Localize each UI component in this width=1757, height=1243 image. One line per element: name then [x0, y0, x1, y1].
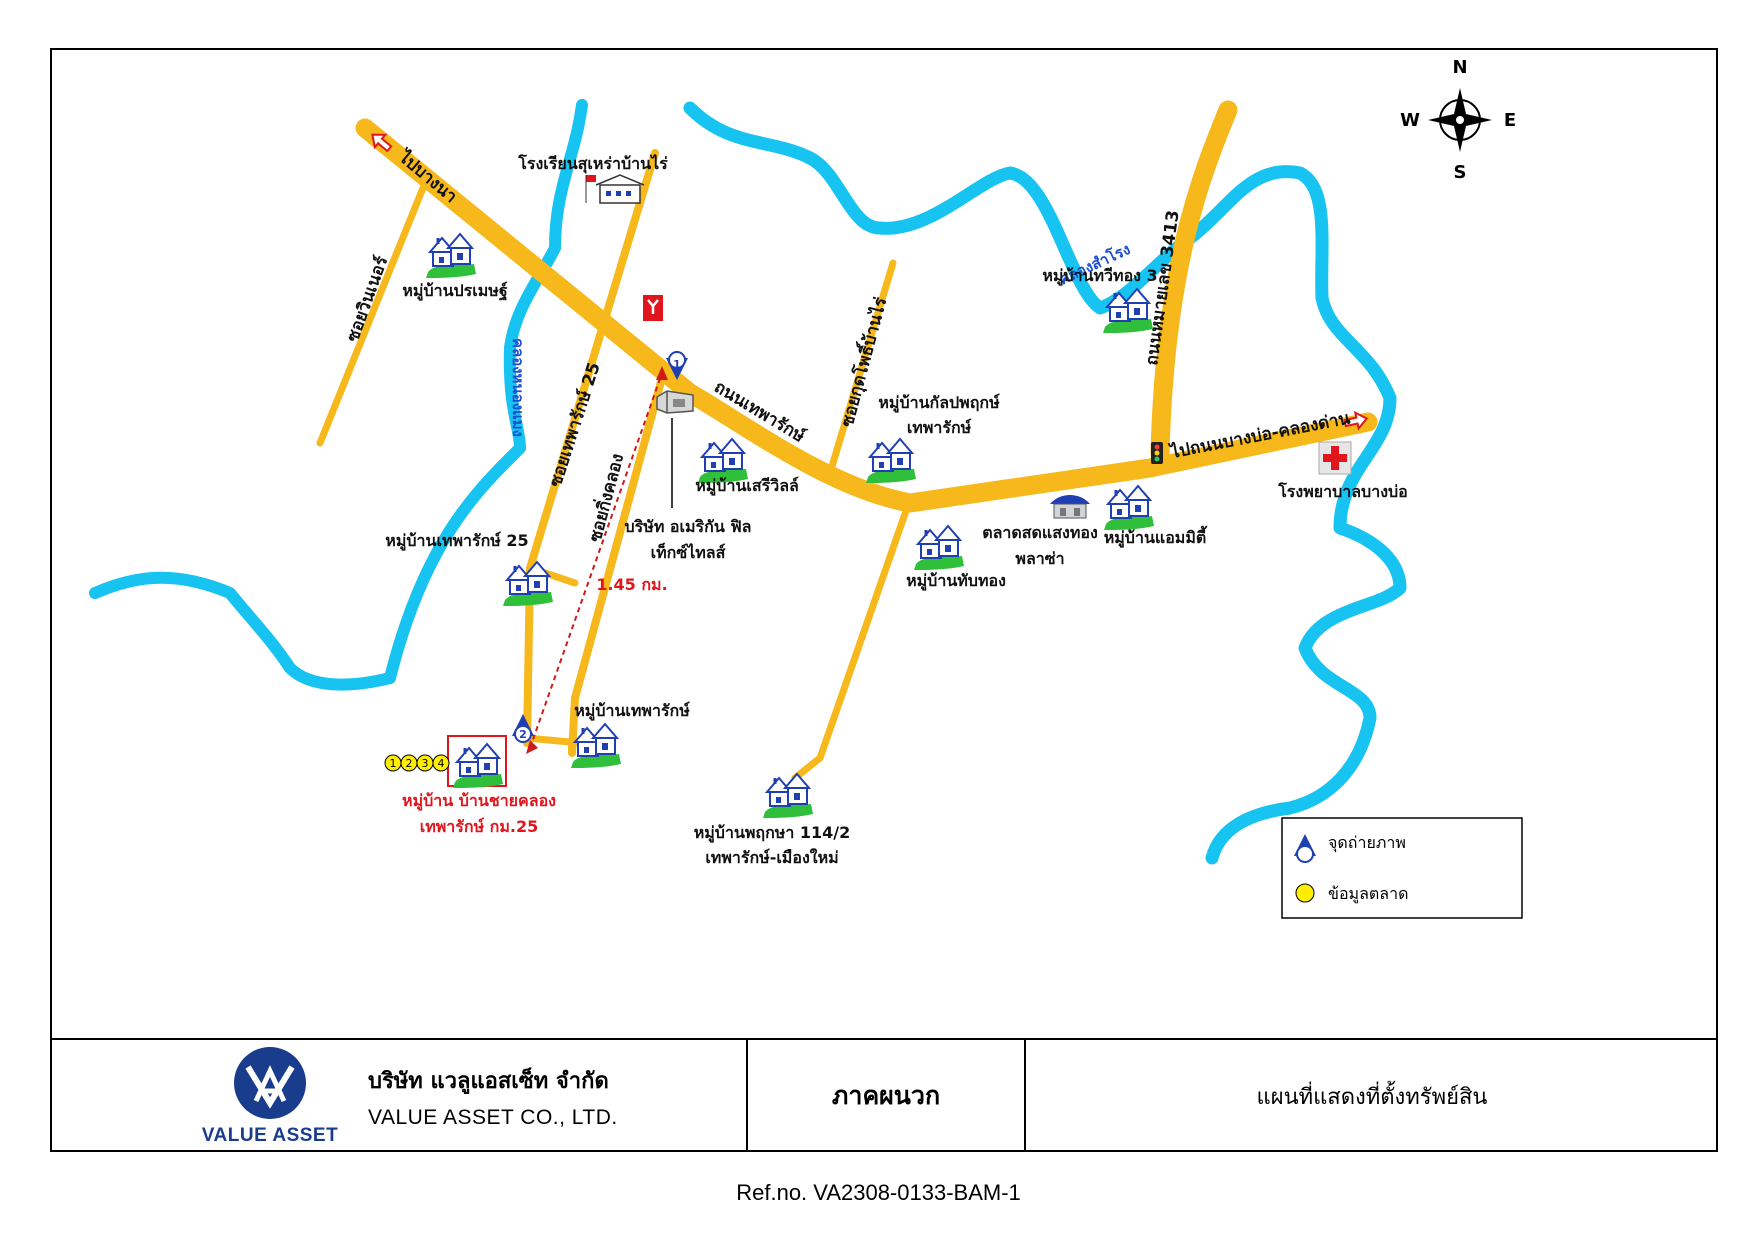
- label-kalpaphruek-1: หมู่บ้านกัลปพฤกษ์: [878, 393, 1000, 414]
- legend-market-label: ข้อมูลตลาด: [1328, 884, 1408, 904]
- photo-point-2-number: 2: [519, 728, 527, 741]
- village-phruksa-icon: [761, 772, 815, 820]
- label-khlong-nong-maeng: คลองหนองแมง: [509, 338, 527, 437]
- value-asset-logo-icon: [234, 1047, 306, 1119]
- title-block: VALUE ASSET บริษัท แวลูแอสเซ็ท จำกัด VAL…: [50, 1038, 1718, 1152]
- school-icon: [585, 174, 645, 204]
- village-pramet-icon: [424, 232, 478, 280]
- route-arrow-north-icon: [656, 366, 668, 380]
- legend: จุดถ่ายภาพ ข้อมูลตลาด: [1281, 817, 1523, 919]
- road-thanon-theparak: [355, 118, 1378, 513]
- road-soi-king-khlong: [568, 374, 666, 757]
- village-theparak-icon: [569, 722, 623, 770]
- traffic-light-icon: [1151, 442, 1163, 464]
- road-soi-winner: [316, 174, 431, 447]
- label-market-2: พลาซ่า: [1015, 549, 1064, 568]
- label-hospital: โรงพยาบาลบางบ่อ: [1277, 481, 1408, 501]
- route-arrow-south-icon: [526, 740, 538, 754]
- market-point-4: 4: [438, 757, 445, 770]
- legend-photo-label: จุดถ่ายภาพ: [1328, 833, 1406, 853]
- label-soi-theparak-25: ซอยเทพารักษ์ 25: [545, 360, 605, 490]
- arrow-to-bang-na-icon: [371, 133, 393, 153]
- label-phruksa-2: เทพารักษ์-เมืองใหม่: [705, 848, 838, 867]
- label-subject-2: เทพารักษ์ กม.25: [420, 817, 539, 836]
- company-cell: VALUE ASSET บริษัท แวลูแอสเซ็ท จำกัด VAL…: [50, 1040, 748, 1152]
- market-data-points: 1 2 3 4: [384, 754, 450, 772]
- village-emmy-icon: [1102, 484, 1156, 532]
- label-thawee-thong: หมู่บ้านทวีทอง 3: [1042, 266, 1157, 287]
- car-showroom-icon: [643, 295, 663, 321]
- label-pramet: หมู่บ้านปรเมษฐ์: [402, 281, 507, 302]
- legend-market-icon: [1295, 883, 1315, 903]
- label-phruksa-1: หมู่บ้านพฤกษา 114/2: [694, 823, 851, 844]
- canal-khlong-nong-maeng: [89, 99, 588, 691]
- section-label: ภาคผนวก: [748, 1040, 1026, 1152]
- label-market-1: ตลาดสดแสงทอง: [982, 523, 1098, 542]
- market-icon: [1050, 495, 1090, 519]
- company-name-thai: บริษัท แวลูแอสเซ็ท จำกัด: [368, 1068, 609, 1094]
- label-thapthong: หมู่บ้านทับทอง: [906, 571, 1006, 592]
- label-distance: 1.45 กม.: [596, 575, 667, 594]
- map-frame: [50, 48, 1718, 1152]
- label-subject-1: หมู่บ้าน บ้านชายคลอง: [402, 791, 556, 812]
- label-to-bang-na: ไปบางนา: [393, 145, 461, 207]
- village-thapthong-icon: [912, 524, 966, 572]
- compass-rose-icon: [1428, 88, 1492, 152]
- label-theparak-village: หมู่บ้านเทพารักษ์: [574, 701, 690, 722]
- road-south-branch: [791, 504, 911, 782]
- label-company-2: เท็กซ์ไทลส์: [651, 541, 726, 562]
- arrow-to-bang-bo-icon: [1343, 410, 1369, 431]
- location-map: ไปบางนา ซอยวินเนอร์ ซอยเทพารักษ์ 25 ซอยก…: [89, 57, 1523, 919]
- label-emmy: หมู่บ้านแอมมิตี้: [1104, 525, 1208, 549]
- company-logo: VALUE ASSET: [190, 1045, 350, 1147]
- label-company-1: บริษัท อเมริกัน ฟิล: [625, 517, 752, 536]
- logo-text: VALUE ASSET: [201, 1125, 339, 1146]
- market-point-1: 1: [390, 757, 397, 770]
- label-theparak25: หมู่บ้านเทพารักษ์ 25: [385, 531, 528, 552]
- label-sereeville: หมู่บ้านเสรีวิลล์: [695, 476, 799, 497]
- road-3413: [1150, 100, 1238, 463]
- compass-west: W: [1400, 110, 1420, 131]
- village-kalpaphruek-icon: [864, 437, 918, 485]
- compass-east: E: [1504, 110, 1516, 131]
- label-school: โรงเรียนสุเหร่าบ้านไร่: [517, 153, 668, 174]
- photo-point-1-number: 1: [673, 358, 681, 371]
- compass-north: N: [1452, 57, 1467, 78]
- market-point-3: 3: [422, 757, 429, 770]
- company-name-english: VALUE ASSET CO., LTD.: [368, 1105, 618, 1129]
- label-kalpaphruek-2: เทพารักษ์: [907, 418, 972, 437]
- road-soi-kut-pho: [826, 259, 897, 477]
- hospital-icon: [1318, 441, 1352, 475]
- subject-property-icon: [447, 735, 507, 790]
- market-point-2: 2: [406, 757, 413, 770]
- factory-icon: [656, 390, 694, 414]
- route-line: [529, 372, 663, 749]
- compass-south: S: [1454, 162, 1467, 183]
- map-title: แผนที่แสดงที่ตั้งทรัพย์สิน: [1256, 1084, 1488, 1110]
- canal-khlong-sam-rong: [683, 101, 1407, 865]
- reference-number: Ref.no. VA2308-0133-BAM-1: [736, 1180, 1021, 1205]
